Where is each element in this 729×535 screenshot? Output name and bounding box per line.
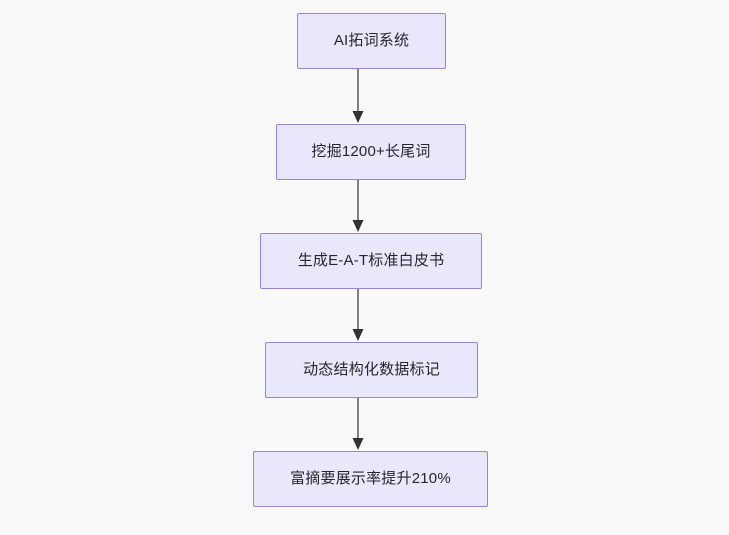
flow-node-label: 富摘要展示率提升210% <box>290 470 451 487</box>
flow-node-mine-longtail-keywords[interactable]: 挖掘1200+长尾词 <box>276 124 466 180</box>
flow-node-ai-keyword-system[interactable]: AI拓词系统 <box>297 13 446 69</box>
arrow-icon <box>352 398 364 450</box>
flow-edge <box>345 289 371 342</box>
flow-node-rich-snippet-uplift[interactable]: 富摘要展示率提升210% <box>253 451 488 507</box>
flow-node-generate-eat-whitepaper[interactable]: 生成E-A-T标准白皮书 <box>260 233 482 289</box>
flow-node-label: AI拓词系统 <box>333 32 410 49</box>
flow-node-dynamic-structured-data-markup[interactable]: 动态结构化数据标记 <box>265 342 478 398</box>
arrow-icon <box>352 180 364 232</box>
flow-node-label: 生成E-A-T标准白皮书 <box>297 252 445 269</box>
flow-node-label: 挖掘1200+长尾词 <box>311 143 431 160</box>
arrow-icon <box>352 289 364 341</box>
flow-edge <box>345 69 371 124</box>
flow-edge <box>345 180 371 233</box>
flow-node-label: 动态结构化数据标记 <box>303 361 440 378</box>
flow-edge <box>345 398 371 451</box>
arrow-icon <box>352 69 364 123</box>
